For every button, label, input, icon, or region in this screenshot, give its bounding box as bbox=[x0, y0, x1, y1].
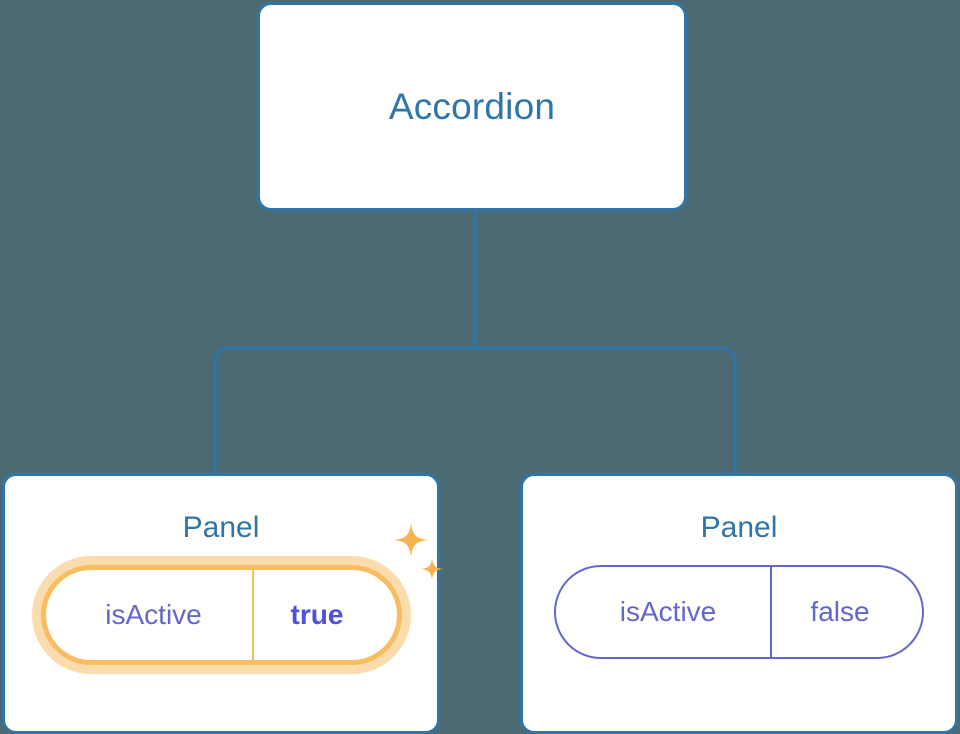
node-title: Panel bbox=[700, 511, 778, 544]
sparkles-decoration bbox=[393, 523, 443, 580]
prop-pill-isactive[interactable]: isActive true bbox=[40, 565, 402, 665]
node-accordion[interactable]: Accordion bbox=[257, 2, 687, 211]
prop-key: isActive bbox=[105, 599, 202, 630]
connector-branch-left bbox=[213, 346, 475, 473]
prop-value: true bbox=[251, 570, 397, 660]
node-panel-0[interactable]: Panel isActive true bbox=[2, 473, 443, 734]
node-panel-1[interactable]: Panel isActive false bbox=[520, 473, 958, 734]
sparkle-icon bbox=[393, 523, 428, 557]
node-title: Accordion bbox=[388, 86, 556, 127]
prop-pill-wrapper: isActive false bbox=[554, 565, 924, 659]
sparkle-small-icon bbox=[420, 558, 443, 580]
prop-key: isActive bbox=[619, 596, 717, 627]
prop-pill-isactive[interactable]: isActive false bbox=[554, 565, 924, 659]
prop-value: false bbox=[770, 567, 922, 657]
connector-branch-right bbox=[475, 346, 737, 473]
node-title: Panel bbox=[182, 511, 260, 544]
prop-pill-wrapper: isActive true bbox=[40, 523, 443, 665]
